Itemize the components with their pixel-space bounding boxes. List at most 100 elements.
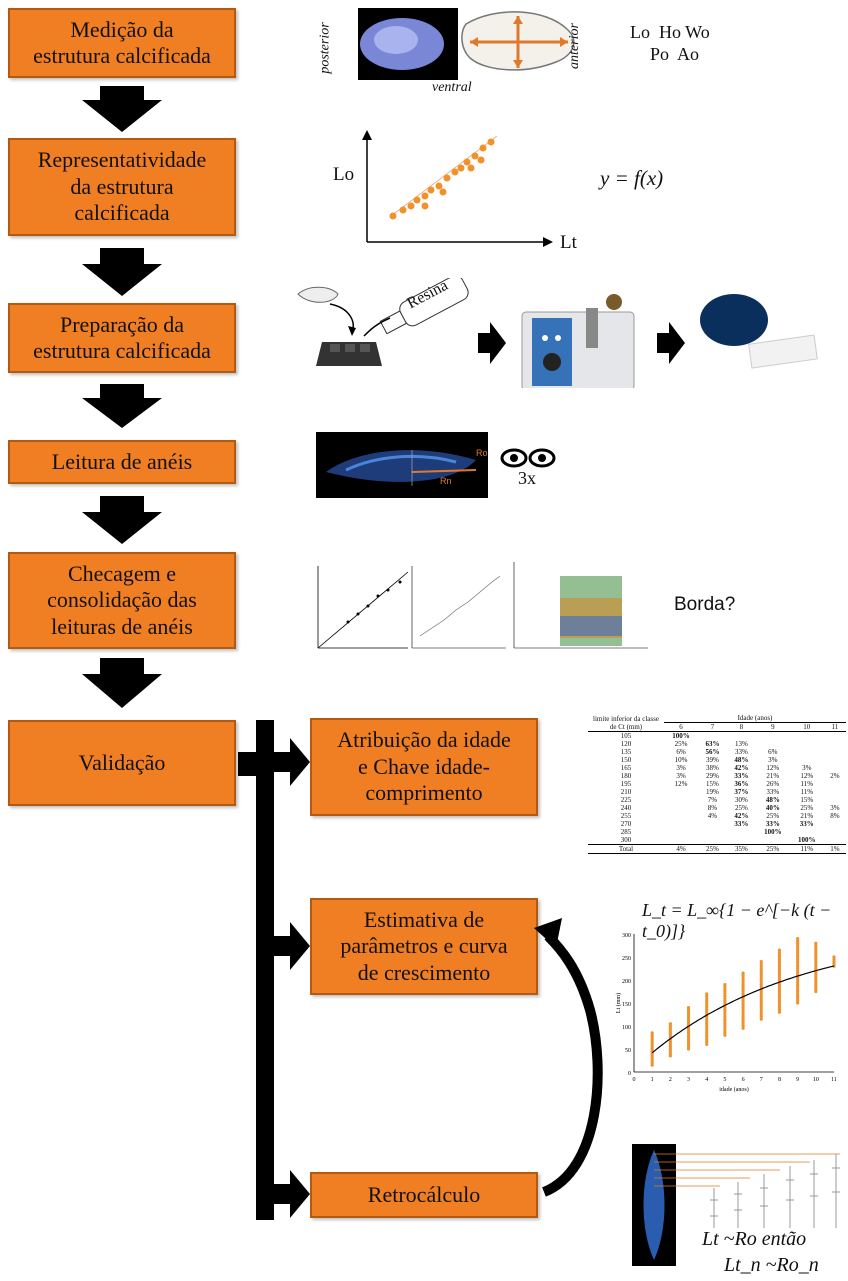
alk-cell [790, 756, 824, 764]
growth-observation [723, 1019, 727, 1023]
growth-observation [814, 989, 818, 994]
regression-equation: y = f(x) [600, 166, 664, 190]
growth-observation [723, 1017, 727, 1021]
alk-cell: 150 [620, 756, 632, 764]
growth-observation [814, 983, 818, 987]
growth-observation [723, 983, 727, 987]
growth-ytick: 50 [625, 1048, 631, 1054]
growth-observation [705, 1033, 709, 1037]
alk-cell [664, 820, 698, 828]
growth-observation [705, 994, 709, 998]
alk-cell: 6% [676, 748, 686, 756]
growth-observation [686, 1017, 691, 1021]
alk-cell: 36% [734, 780, 749, 788]
step-checagem: Checagem e consolidação das leituras de … [8, 552, 236, 649]
growth-observation [796, 939, 800, 943]
growth-observation [705, 1010, 709, 1014]
label-ventral: ventral [432, 80, 472, 95]
growth-observation [723, 1008, 727, 1012]
alk-cell [698, 820, 727, 828]
feedback-arrowhead [534, 918, 562, 948]
alk-cell [824, 836, 846, 845]
regression-point [487, 138, 495, 146]
growth-observation [814, 962, 818, 966]
ro-label: Ro [476, 448, 488, 458]
growth-observation [814, 978, 818, 982]
growth-observation [814, 976, 818, 980]
growth-observation [705, 1035, 709, 1040]
growth-observation [650, 1058, 654, 1063]
growth-observation [723, 994, 727, 998]
growth-observation [650, 1033, 654, 1037]
growth-observation [759, 978, 763, 982]
alk-cell [790, 748, 824, 756]
growth-observation [759, 992, 763, 996]
growth-xtick: 3 [687, 1077, 690, 1083]
growth-observation [777, 994, 782, 998]
alk-cell: 8% [707, 804, 718, 812]
alk-cell: 11% [800, 788, 814, 796]
growth-observation [796, 955, 800, 959]
growth-observation [686, 1010, 691, 1014]
growth-observation [741, 971, 745, 975]
growth-observation [650, 1054, 654, 1058]
growth-observation [686, 1033, 691, 1037]
growth-ytick: 0 [628, 1071, 631, 1077]
growth-observation [650, 1061, 654, 1065]
otolith-illustration [358, 8, 575, 80]
measures-line-2: Po Ao [650, 44, 700, 64]
alk-total-cell: 1% [823, 844, 846, 854]
growth-ytick: 100 [622, 1025, 631, 1031]
growth-observation [759, 1015, 763, 1019]
alk-cell: 255 [620, 812, 632, 820]
resin-bottle-icon [379, 278, 469, 335]
growth-observation [650, 1045, 654, 1049]
growth-observation [814, 966, 818, 971]
growth-observation [796, 957, 800, 961]
alk-cell: 29% [706, 772, 719, 780]
alk-header-left: limite inferior da classe de Ct (mm) [588, 714, 664, 732]
growth-observation [796, 966, 800, 971]
alk-cell: 135 [620, 748, 632, 756]
growth-observation [777, 983, 782, 987]
growth-observation [741, 992, 745, 996]
growth-observation [777, 1001, 782, 1005]
growth-observation [777, 1008, 782, 1012]
growth-observation [723, 996, 727, 1000]
growth-observation [777, 996, 782, 1000]
alk-cell: 100% [672, 732, 690, 740]
step-leitura: Leitura de anéis [8, 440, 236, 484]
alk-cell [824, 796, 846, 804]
growth-ytick: 200 [622, 979, 631, 985]
growth-observation [796, 946, 800, 950]
growth-observation [777, 999, 782, 1003]
growth-observation [777, 966, 782, 971]
growth-observation [796, 969, 800, 973]
growth-observation [723, 989, 727, 994]
growth-observation [741, 973, 745, 977]
alk-cell: 42% [734, 812, 749, 820]
growth-observation [741, 1010, 745, 1014]
label-dorsal: dorsal [435, 0, 471, 4]
growth-observation [759, 999, 763, 1003]
growth-observation [796, 941, 800, 945]
growth-observation [705, 1006, 709, 1010]
growth-observation [686, 1015, 691, 1019]
growth-observation [668, 1024, 672, 1028]
growth-observation [650, 1038, 654, 1042]
label-posterior: posterior [317, 22, 333, 74]
alk-cell: 33% [734, 772, 749, 780]
growth-observation [777, 950, 782, 954]
regression-ylabel: Lo [333, 164, 355, 185]
backcalc-line-1: Lt ~Ro então [702, 1228, 807, 1250]
growth-observation [723, 1031, 727, 1035]
growth-observation [723, 1022, 727, 1026]
growth-observation [741, 999, 745, 1003]
